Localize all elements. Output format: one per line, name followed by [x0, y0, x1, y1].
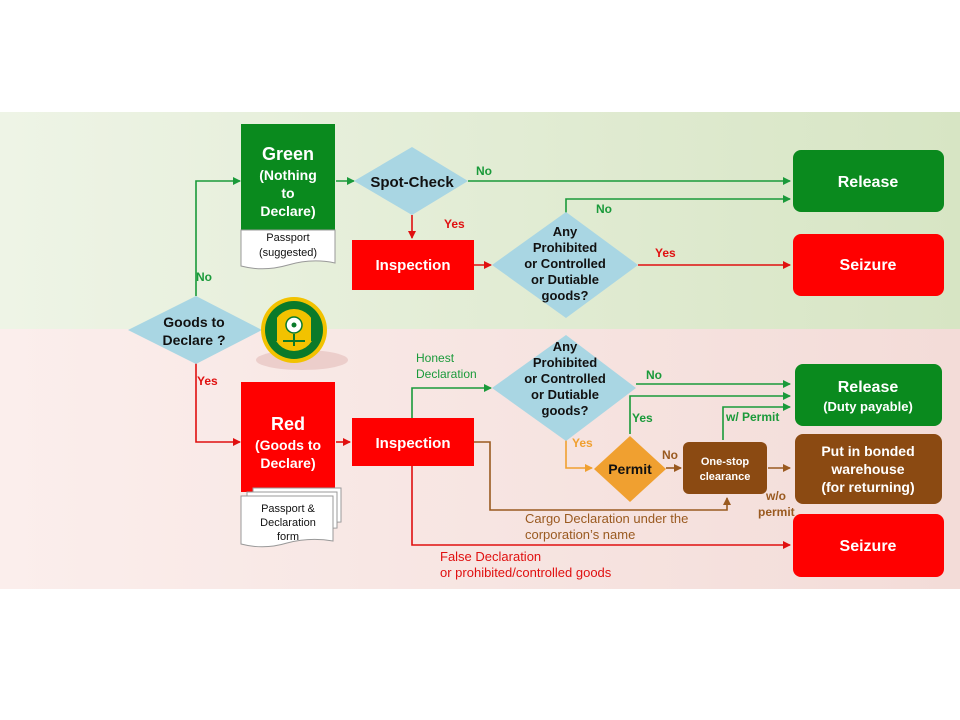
one-stop-clearance-box: One-stop clearance: [683, 442, 767, 494]
seizure-box-red: Seizure: [793, 514, 944, 577]
release-duty-payable-box: Release (Duty payable): [795, 364, 942, 426]
goods-to-declare-decision: Goods to Declare ?: [128, 296, 262, 364]
start-line2: Declare ?: [162, 332, 225, 348]
dr-line1: Any: [553, 339, 578, 354]
inspection-green-label: Inspection: [375, 257, 450, 274]
bonded-line3: (for returning): [821, 479, 914, 495]
prohibited-goods-decision-green: Any Prohibited or Controlled or Dutiable…: [492, 212, 638, 318]
dr-line2: Prohibited: [533, 355, 597, 370]
red-line3: Declare): [260, 455, 315, 471]
bonded-line1: Put in bonded: [821, 443, 914, 459]
green-line2: (Nothing: [259, 167, 317, 183]
customs-emblem-logo: [256, 297, 348, 370]
edge-labels: No Yes No Yes No Yes Honest Declaration …: [196, 164, 795, 580]
green-doc-line2: (suggested): [259, 247, 317, 259]
onestop-line1: One-stop: [701, 456, 750, 468]
label-honest-2: Declaration: [416, 367, 477, 381]
seizure-red-label: Seizure: [840, 538, 897, 555]
label-yes-spotcheck: Yes: [444, 217, 465, 231]
red-line1: Red: [271, 414, 305, 434]
label-false-2: or prohibited/controlled goods: [440, 565, 612, 580]
arrow-false-declaration: [411, 466, 791, 549]
release-red-line2: (Duty payable): [823, 399, 913, 414]
connectors: [195, 177, 791, 549]
label-no-decision-green: No: [596, 202, 612, 216]
passport-suggested-document: Passport (suggested): [240, 229, 336, 270]
green-line4: Declare): [260, 203, 315, 219]
green-line1: Green: [262, 144, 314, 164]
label-yes-red-channel: Yes: [197, 374, 218, 388]
arrow-with-permit: [722, 403, 791, 440]
onestop-line2: clearance: [700, 471, 751, 483]
seizure-box-green: Seizure: [793, 234, 944, 296]
passport-declaration-documents: Passport & Declaration form: [240, 487, 342, 548]
green-channel-box: Green (Nothing to Declare): [241, 124, 335, 230]
red-doc-line2: Declaration: [260, 517, 316, 529]
label-without-permit-2: permit: [758, 505, 795, 519]
release-box-green: Release: [793, 150, 944, 212]
label-with-permit: w/ Permit: [725, 410, 779, 424]
bonded-line2: warehouse: [830, 461, 904, 477]
dg-line5: goods?: [542, 288, 589, 303]
red-doc-line1: Passport &: [261, 503, 315, 515]
green-channel-band: [0, 112, 960, 329]
dr-line3: or Controlled: [524, 371, 606, 386]
permit-label: Permit: [608, 461, 652, 477]
inspection-red-label: Inspection: [375, 435, 450, 452]
spot-check-label: Spot-Check: [370, 174, 454, 191]
dr-line4: or Dutiable: [531, 387, 599, 402]
red-doc-line3: form: [277, 531, 299, 543]
label-no-green-channel: No: [196, 270, 212, 284]
red-line2: (Goods to: [255, 437, 321, 453]
label-without-permit-1: w/o: [765, 489, 786, 503]
spot-check-decision: Spot-Check: [354, 147, 468, 215]
label-no-decision-red: No: [646, 368, 662, 382]
arrow-decision-green-no: [565, 195, 791, 216]
label-cargo-2: corporation’s name: [525, 527, 635, 542]
label-yes-decision-red-release: Yes: [632, 411, 653, 425]
inspection-box-red: Inspection: [352, 418, 474, 466]
arrow-yes-to-red: [195, 360, 241, 446]
arrow-honest-declaration: [411, 384, 492, 418]
label-honest-1: Honest: [416, 351, 455, 365]
permit-decision: Permit: [594, 436, 666, 502]
dg-line1: Any: [553, 224, 578, 239]
start-line1: Goods to: [163, 314, 224, 330]
label-no-spotcheck: No: [476, 164, 492, 178]
release-green-label: Release: [838, 174, 899, 191]
release-red-line1: Release: [838, 379, 899, 396]
bonded-warehouse-box: Put in bonded warehouse (for returning): [795, 434, 942, 504]
seizure-green-label: Seizure: [840, 257, 897, 274]
arrow-decision-red-yes-permit: [565, 438, 593, 472]
dr-line5: goods?: [542, 403, 589, 418]
arrow-cargo-declaration: [474, 441, 731, 511]
green-doc-line1: Passport: [266, 232, 309, 244]
green-line3: to: [281, 185, 294, 201]
dg-line2: Prohibited: [533, 240, 597, 255]
arrow-no-to-green: [195, 177, 241, 296]
label-no-permit: No: [662, 448, 678, 462]
label-yes-decision-green: Yes: [655, 246, 676, 260]
dg-line3: or Controlled: [524, 256, 606, 271]
dg-line4: or Dutiable: [531, 272, 599, 287]
inspection-box-green: Inspection: [352, 240, 474, 290]
red-channel-box: Red (Goods to Declare): [241, 382, 335, 492]
arrow-decision-red-yes-release: [629, 392, 791, 434]
prohibited-goods-decision-red: Any Prohibited or Controlled or Dutiable…: [492, 335, 636, 441]
label-false-1: False Declaration: [440, 549, 541, 564]
label-yes-decision-red-permit: Yes: [572, 436, 593, 450]
label-cargo-1: Cargo Declaration under the: [525, 511, 688, 526]
